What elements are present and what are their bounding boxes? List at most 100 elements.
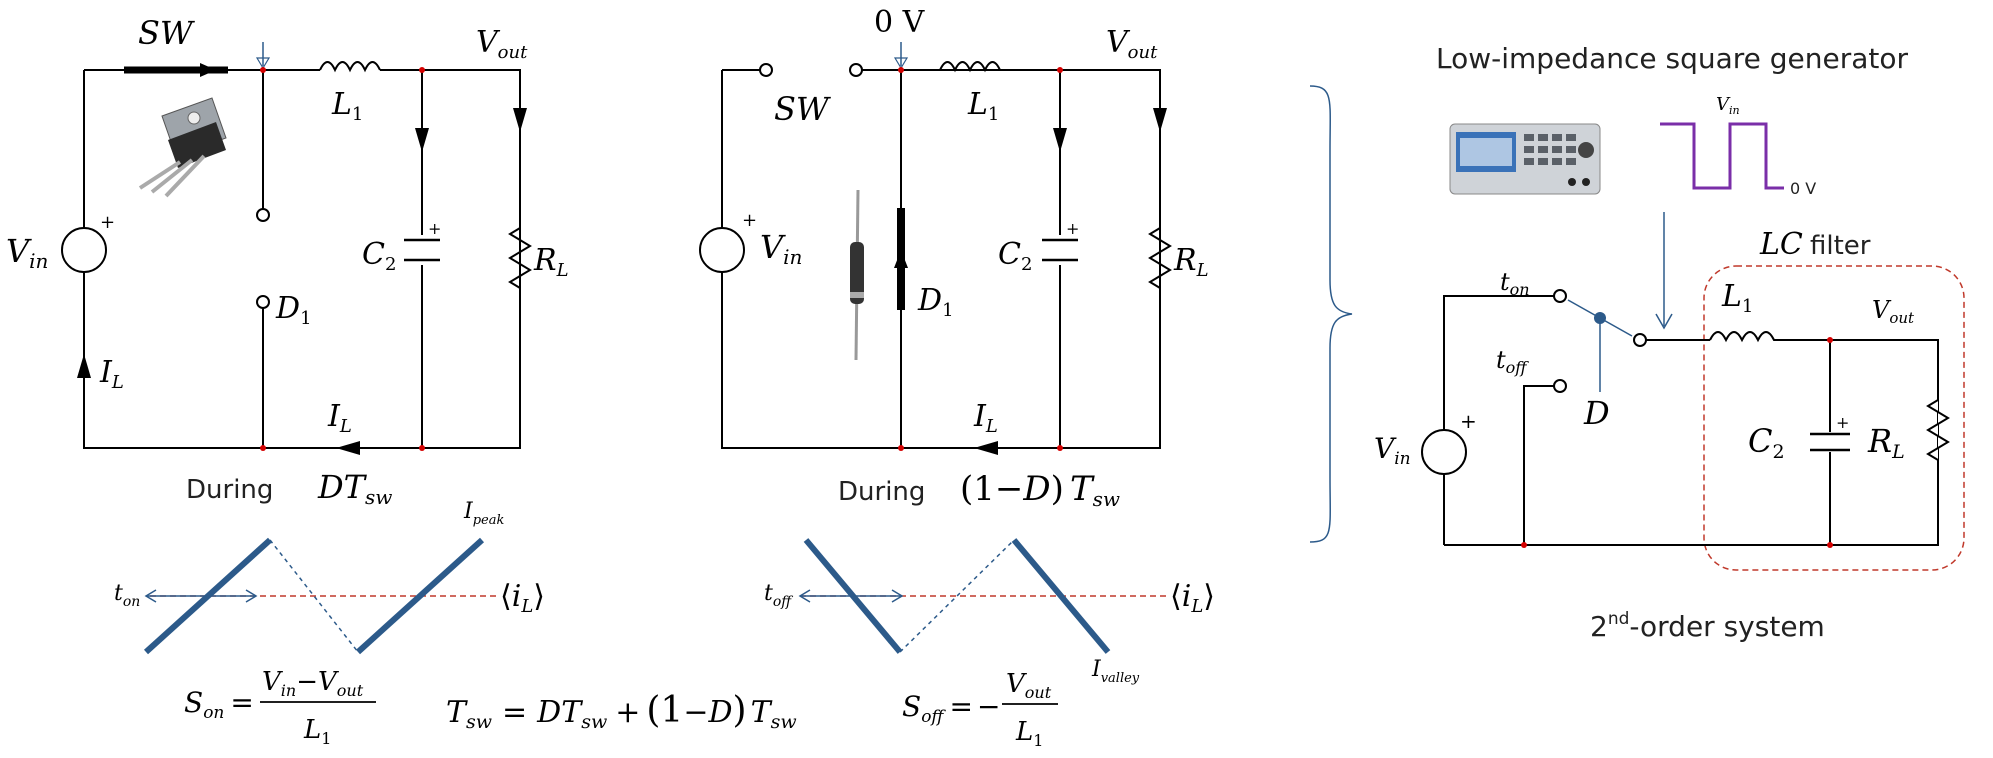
label-c2: C2 bbox=[1748, 422, 1785, 463]
arrow-left-icon bbox=[798, 589, 811, 603]
label-zero-v: 0 V bbox=[1790, 179, 1816, 198]
arrow-up-icon bbox=[77, 354, 91, 378]
waveform-on: ton Ipeak ⟨iL⟩ bbox=[114, 499, 545, 655]
cap-plus: + bbox=[428, 219, 441, 238]
node bbox=[1827, 542, 1833, 548]
caption-math: DTsw bbox=[317, 468, 392, 509]
contact-open bbox=[256, 208, 270, 222]
switch-arrow-icon bbox=[200, 63, 216, 77]
arrow-down-icon bbox=[415, 128, 429, 152]
label-vout: Vout bbox=[1106, 25, 1158, 63]
label-d1: D1 bbox=[917, 283, 954, 321]
arrow-left-icon bbox=[144, 589, 157, 603]
label-d1: D1 bbox=[275, 291, 312, 329]
label-avg-il: ⟨iL⟩ bbox=[500, 579, 545, 617]
label-ivalley: Ivalley bbox=[1091, 657, 1140, 686]
resistor-rl bbox=[508, 70, 532, 448]
arrow-right-icon bbox=[245, 589, 258, 603]
node bbox=[260, 67, 266, 73]
label-il-left: IL bbox=[99, 355, 124, 393]
lc-filter-box bbox=[1703, 265, 1965, 571]
node bbox=[1057, 445, 1063, 451]
caption-math: (1−D)Tsw bbox=[960, 469, 1120, 511]
label-c2: C2 bbox=[998, 237, 1032, 275]
voltage-source-vin bbox=[699, 227, 745, 273]
function-generator-icon bbox=[1449, 123, 1601, 195]
node bbox=[260, 445, 266, 451]
caption-word: During bbox=[186, 475, 273, 505]
wire-toff bbox=[1523, 385, 1554, 545]
label-il-bottom: IL bbox=[973, 399, 998, 437]
arrow-down-icon bbox=[1053, 128, 1067, 152]
contact-common bbox=[1633, 333, 1647, 347]
inductor-l1 bbox=[1709, 331, 1830, 343]
ramp-up-2 bbox=[355, 537, 485, 655]
caption-word: During bbox=[838, 477, 925, 507]
source-plus: + bbox=[100, 212, 115, 233]
panel-on-state: SW Vout L1 Vin + C2 + RL D1 IL IL During… bbox=[6, 14, 569, 509]
cap-plus: + bbox=[1066, 219, 1079, 238]
label-rl: RL bbox=[1173, 243, 1209, 281]
formula-soff-lhs: Soff=− bbox=[902, 690, 1000, 727]
wire-loop-1 bbox=[83, 69, 521, 449]
contact-ton bbox=[1553, 289, 1567, 303]
label-rl: RL bbox=[1867, 422, 1905, 463]
square-wave bbox=[1660, 122, 1784, 190]
inductor-l1 bbox=[319, 61, 381, 73]
node bbox=[898, 445, 904, 451]
label-vout: Vout bbox=[476, 25, 528, 63]
contact-open bbox=[759, 63, 773, 77]
formulas: Son= Vin−Vout L1 Tsw=DTsw+(1−D)Tsw Soff=… bbox=[184, 667, 1058, 750]
cap-plus: + bbox=[1836, 413, 1849, 432]
label-zero-v: 0 V bbox=[874, 5, 926, 40]
panel-off-state: 0 V SW Vout L1 Vin + C2 + RL D1 IL Durin… bbox=[699, 5, 1209, 511]
label-ton: ton bbox=[114, 581, 140, 610]
arrow-down-icon bbox=[513, 108, 527, 132]
label-l1: L1 bbox=[331, 87, 363, 125]
label-sw: SW bbox=[774, 90, 832, 128]
arrow-right-icon bbox=[891, 589, 904, 603]
label-vin: Vin bbox=[6, 232, 48, 273]
grouping-brace bbox=[1309, 85, 1353, 543]
label-system-order: 2nd-order system bbox=[1590, 609, 1825, 643]
formula-son-den: L1 bbox=[303, 715, 331, 748]
label-lc: LC bbox=[1759, 227, 1803, 262]
label-toff: toff bbox=[1496, 346, 1529, 377]
label-vout: Vout bbox=[1872, 296, 1915, 327]
node bbox=[1057, 67, 1063, 73]
source-plus: + bbox=[742, 210, 757, 231]
node bbox=[1827, 337, 1833, 343]
node bbox=[419, 67, 425, 73]
waveform-off: toff Ivalley ⟨iL⟩ bbox=[764, 538, 1215, 686]
formula-soff-num: Vout bbox=[1006, 669, 1052, 702]
node bbox=[1521, 542, 1527, 548]
contact-open bbox=[849, 63, 863, 77]
label-c2: C2 bbox=[362, 237, 396, 275]
inductor-l1 bbox=[939, 61, 1001, 73]
probe-arrow-icon bbox=[255, 57, 271, 70]
label-toff: toff bbox=[764, 581, 793, 610]
transistor-to220-icon bbox=[138, 97, 227, 198]
node bbox=[419, 445, 425, 451]
label-avg-il: ⟨iL⟩ bbox=[1170, 579, 1215, 617]
contact-toff bbox=[1553, 379, 1567, 393]
ramp-up-dashed bbox=[899, 539, 1015, 653]
label-vin: Vin bbox=[760, 228, 802, 269]
resistor-rl bbox=[1926, 399, 1950, 461]
arrow-left-icon bbox=[974, 441, 998, 455]
label-l1: L1 bbox=[967, 87, 999, 125]
label-lc-filter: filter bbox=[1810, 231, 1871, 261]
arrow-down-icon bbox=[1153, 108, 1167, 132]
label-vin: Vin bbox=[1374, 432, 1411, 469]
arrow-left-icon bbox=[336, 441, 360, 455]
arrow-down-icon bbox=[1655, 313, 1673, 330]
formula-son-lhs: Son= bbox=[184, 686, 254, 723]
resistor-rl bbox=[1148, 70, 1172, 448]
probe-arrow-icon bbox=[893, 57, 909, 70]
label-sw: SW bbox=[138, 14, 196, 52]
diode-component-icon bbox=[850, 189, 864, 361]
label-rl: RL bbox=[533, 243, 569, 281]
node bbox=[898, 67, 904, 73]
label-l1: L1 bbox=[1721, 279, 1753, 317]
